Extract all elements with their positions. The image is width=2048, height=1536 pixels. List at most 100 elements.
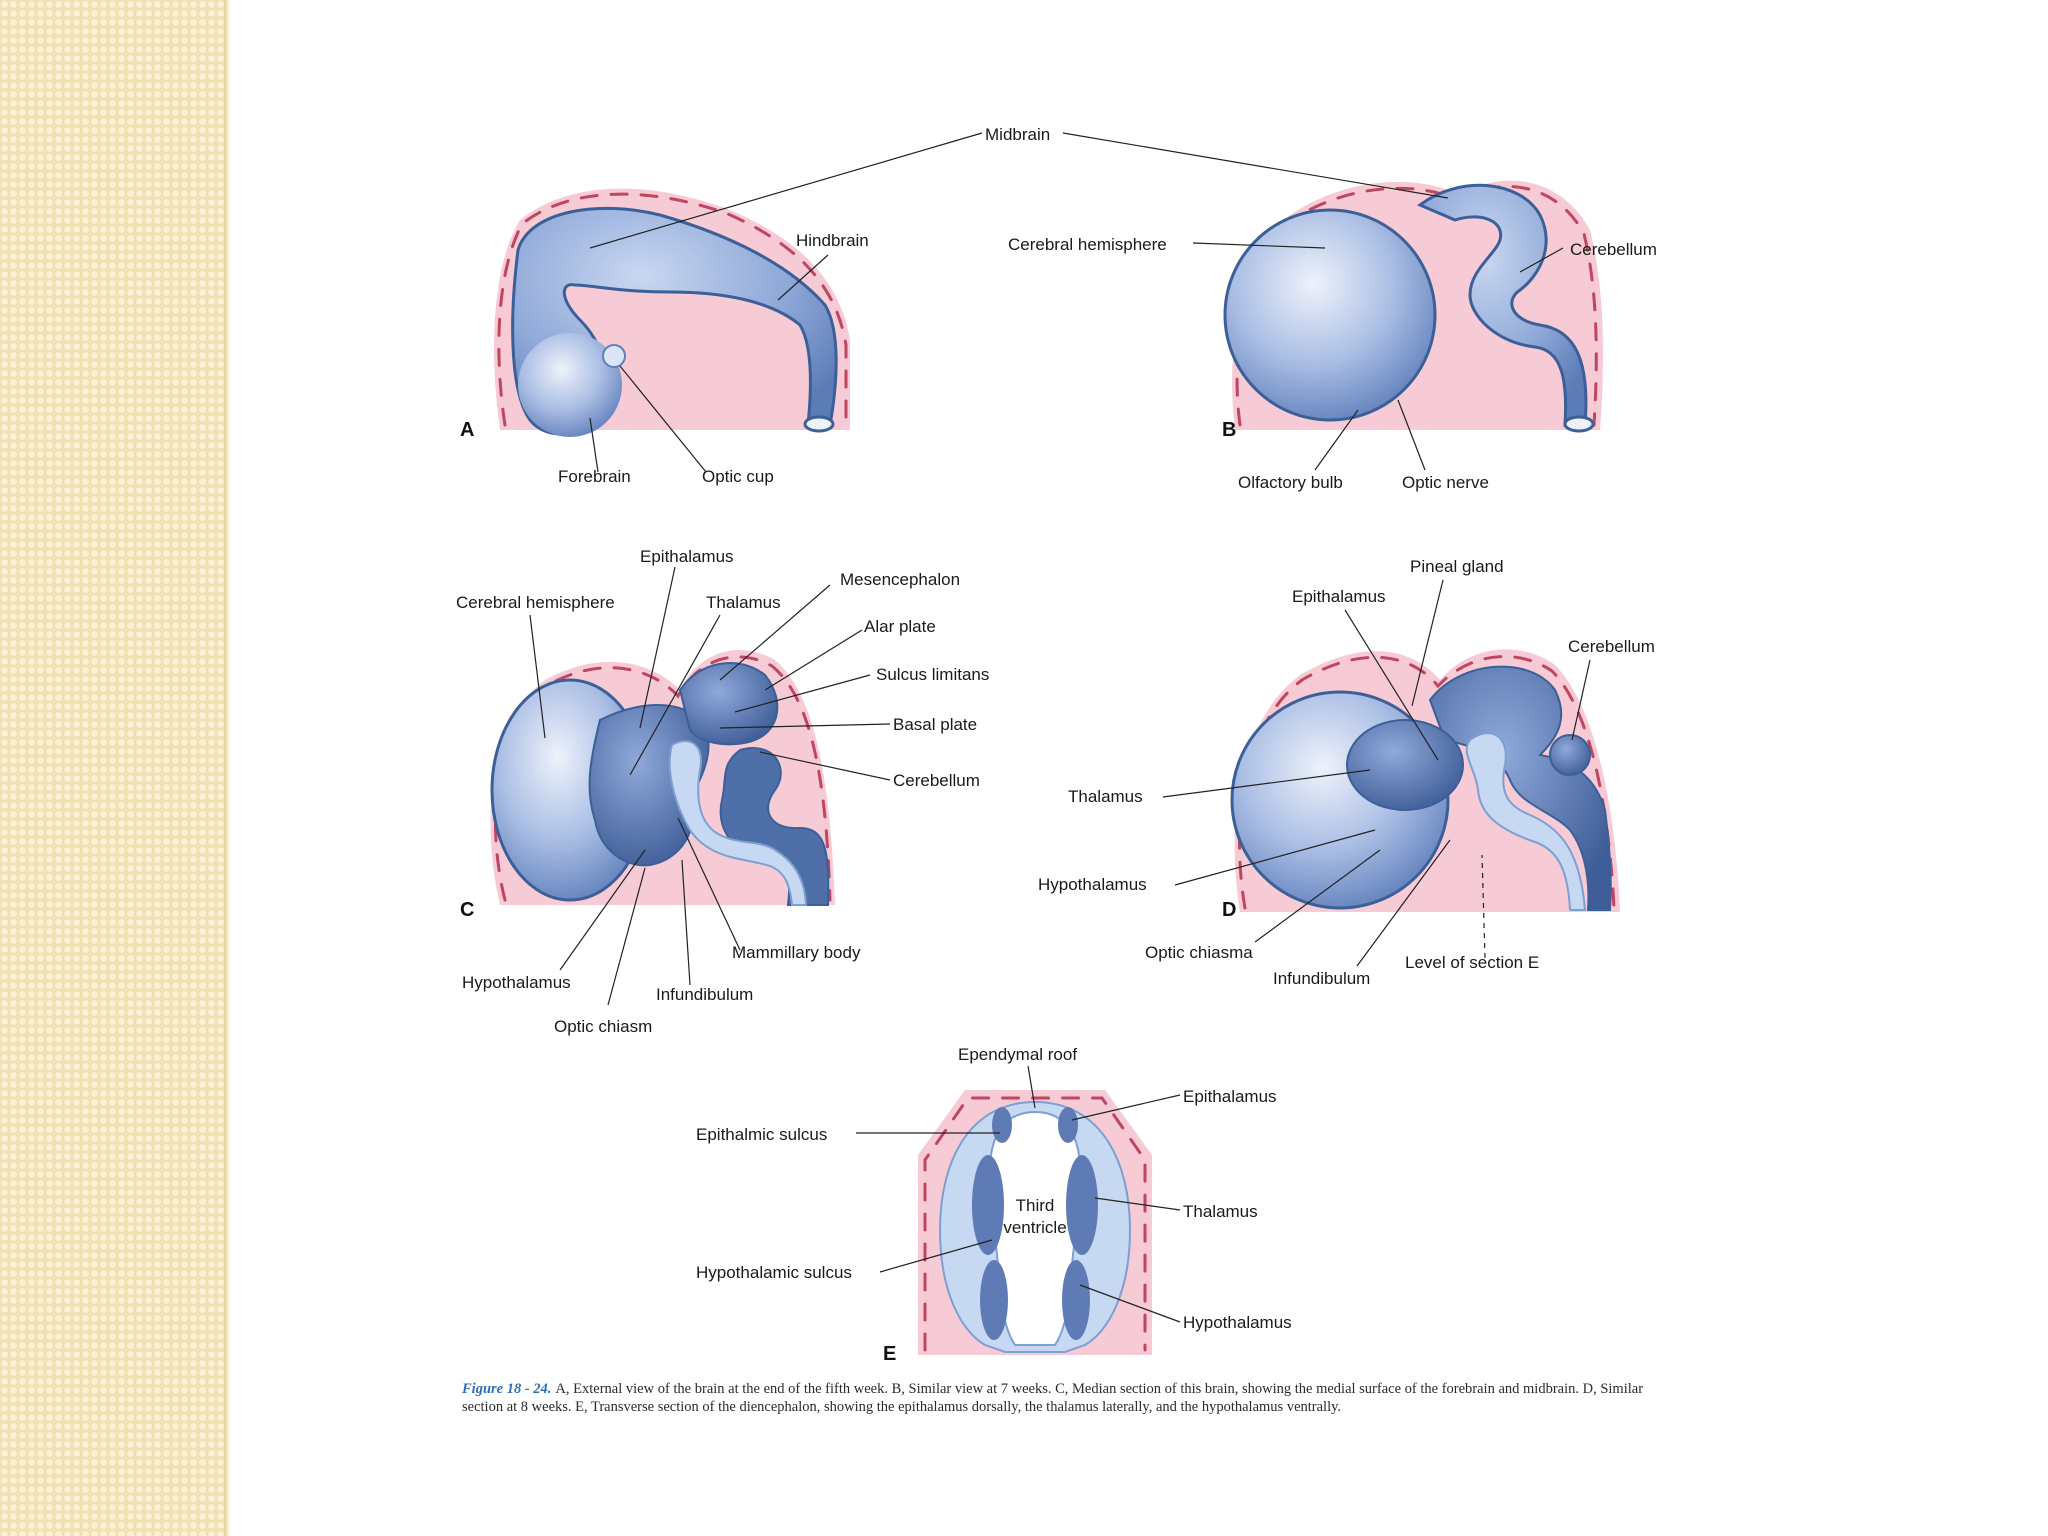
leader-mammillary-body — [677, 817, 741, 951]
panel-c: Epithalamus Cerebral hemisphere Thalamus… — [456, 547, 989, 1036]
label-cerebellum-b: Cerebellum — [1570, 240, 1657, 259]
leader-midbrain-b — [1062, 132, 1449, 199]
label-sulcus-limitans: Sulcus limitans — [876, 665, 989, 684]
leader-forebrain — [589, 417, 599, 473]
panel-e-hypothalamus-right — [1062, 1260, 1090, 1340]
panel-d-thalamus-shape — [1346, 719, 1464, 811]
figure-caption: Figure 18 - 24.A, External view of the b… — [462, 1380, 1652, 1416]
leader-cerebellum-d — [1571, 659, 1591, 741]
label-hypothalamus-e: Hypothalamus — [1183, 1313, 1292, 1332]
panel-d-ventricle — [1465, 732, 1587, 911]
leader-optic-chiasm-c — [607, 867, 646, 1006]
panel-a-forebrain-shape — [518, 333, 622, 437]
panel-b-tube-end — [1563, 415, 1595, 433]
panel-b: Cerebral hemisphere Cerebellum Olfactory… — [1008, 132, 1657, 492]
label-epithalamus-e: Epithalamus — [1183, 1087, 1277, 1106]
panel-b-cerebral-hemisphere-shape — [1223, 208, 1437, 422]
leader-optic-nerve — [1397, 399, 1426, 471]
label-epithalmic-sulcus: Epithalmic sulcus — [696, 1125, 827, 1144]
label-mammillary-body: Mammillary body — [732, 943, 861, 962]
panel-a: Midbrain Hindbrain Forebrain Optic cup A — [460, 125, 1050, 486]
label-optic-chiasma: Optic chiasma — [1145, 943, 1253, 962]
leader-basal-plate — [719, 723, 891, 729]
panel-e-epithalamus-right — [1058, 1107, 1078, 1143]
leader-thalamus-d — [1162, 769, 1371, 798]
label-hypothalamus-d: Hypothalamus — [1038, 875, 1147, 894]
leader-midbrain-a — [589, 132, 983, 249]
leader-epithalamus-d — [1344, 609, 1439, 761]
leader-epithalamus-c — [639, 566, 676, 729]
leader-hypothalamus-c — [559, 849, 646, 971]
label-thalamus-d: Thalamus — [1068, 787, 1143, 806]
panel-c-mesencephalon-shape — [678, 662, 779, 746]
panel-c-hindbrain-tube — [719, 747, 830, 906]
label-thalamus-e: Thalamus — [1183, 1202, 1258, 1221]
panel-e-dashed-outline — [923, 1096, 1147, 1352]
leader-mesencephalon — [719, 584, 831, 681]
leader-cerebral-hemisphere-c — [529, 614, 546, 739]
label-thalamus-c: Thalamus — [706, 593, 781, 612]
panel-letter-d: D — [1222, 899, 1236, 921]
leader-optic-cup — [619, 365, 707, 473]
panel-a-dashed-outline — [497, 192, 848, 427]
panel-a-optic-cup-shape — [602, 344, 626, 368]
leader-cerebral-hemisphere-b — [1192, 242, 1326, 249]
label-optic-chiasm-c: Optic chiasm — [554, 1017, 652, 1036]
label-infundibulum-d: Infundibulum — [1273, 969, 1370, 988]
label-third-ventricle-line1: Third — [1016, 1196, 1055, 1215]
leader-pineal-gland — [1411, 579, 1444, 707]
leader-olfactory-bulb — [1314, 409, 1359, 471]
leader-infundibulum-d — [1356, 839, 1451, 967]
label-hypothalamus-c: Hypothalamus — [462, 973, 571, 992]
panel-d-hindbrain-shape — [1428, 665, 1612, 911]
label-pineal-gland: Pineal gland — [1410, 557, 1504, 576]
leader-cerebellum-c — [759, 751, 891, 781]
label-cerebellum-c: Cerebellum — [893, 771, 980, 790]
label-level-of-section-e: Level of section E — [1405, 953, 1539, 972]
leader-thalamus-e — [1094, 1197, 1181, 1211]
panel-e-epithalamus-left — [992, 1107, 1012, 1143]
panel-letter-b: B — [1222, 419, 1236, 441]
leader-infundibulum-c — [681, 859, 691, 986]
label-infundibulum-c: Infundibulum — [656, 985, 753, 1004]
label-optic-nerve: Optic nerve — [1402, 473, 1489, 492]
label-cerebral-hemisphere-c: Cerebral hemisphere — [456, 593, 615, 612]
panel-a-tube-end — [803, 415, 835, 433]
label-optic-cup: Optic cup — [702, 467, 774, 486]
label-olfactory-bulb: Olfactory bulb — [1238, 473, 1343, 492]
leader-hypothalamus-d — [1174, 829, 1376, 886]
panel-e-thalamus-right — [1066, 1155, 1098, 1255]
label-hindbrain: Hindbrain — [796, 231, 869, 250]
figure-caption-text: A, External view of the brain at the end… — [462, 1381, 1644, 1415]
leader-epithalamus-e — [1071, 1094, 1181, 1121]
panel-letter-a: A — [460, 419, 474, 441]
panel-c-ventricle — [668, 740, 808, 906]
leader-ependymal-roof — [1027, 1065, 1036, 1109]
label-hypothalamic-sulcus: Hypothalamic sulcus — [696, 1263, 852, 1282]
label-midbrain: Midbrain — [985, 125, 1050, 144]
panel-e-hypothalamus-left — [980, 1260, 1008, 1340]
label-third-ventricle-line2: ventricle — [1003, 1218, 1066, 1237]
panel-letter-e: E — [883, 1343, 896, 1365]
panel-e: Ependymal roof Epithalamus Epithalmic su… — [696, 1045, 1292, 1365]
leader-thalamus-c — [629, 614, 721, 776]
label-epithalamus-d: Epithalamus — [1292, 587, 1386, 606]
label-alar-plate: Alar plate — [864, 617, 936, 636]
label-mesencephalon: Mesencephalon — [840, 570, 960, 589]
label-cerebellum-d: Cerebellum — [1568, 637, 1655, 656]
label-forebrain: Forebrain — [558, 467, 631, 486]
label-basal-plate: Basal plate — [893, 715, 977, 734]
leader-cerebellum-b — [1519, 247, 1564, 273]
panel-d-cerebellum-shape — [1549, 734, 1591, 776]
panel-letter-c: C — [460, 899, 474, 921]
panel-d: Pineal gland Epithalamus Cerebellum Thal… — [1038, 557, 1655, 988]
leader-level-of-section — [1481, 854, 1486, 959]
sidebar-divider — [224, 0, 230, 1536]
leader-hypothalamic-sulcus — [879, 1239, 993, 1273]
leader-optic-chiasma — [1254, 849, 1381, 943]
leader-alar-plate — [764, 629, 863, 691]
panel-e-thalamus-left — [972, 1155, 1004, 1255]
leader-sulcus-limitans — [734, 674, 871, 713]
leader-hypothalamus-e — [1079, 1284, 1181, 1323]
label-ependymal-roof: Ependymal roof — [958, 1045, 1077, 1064]
